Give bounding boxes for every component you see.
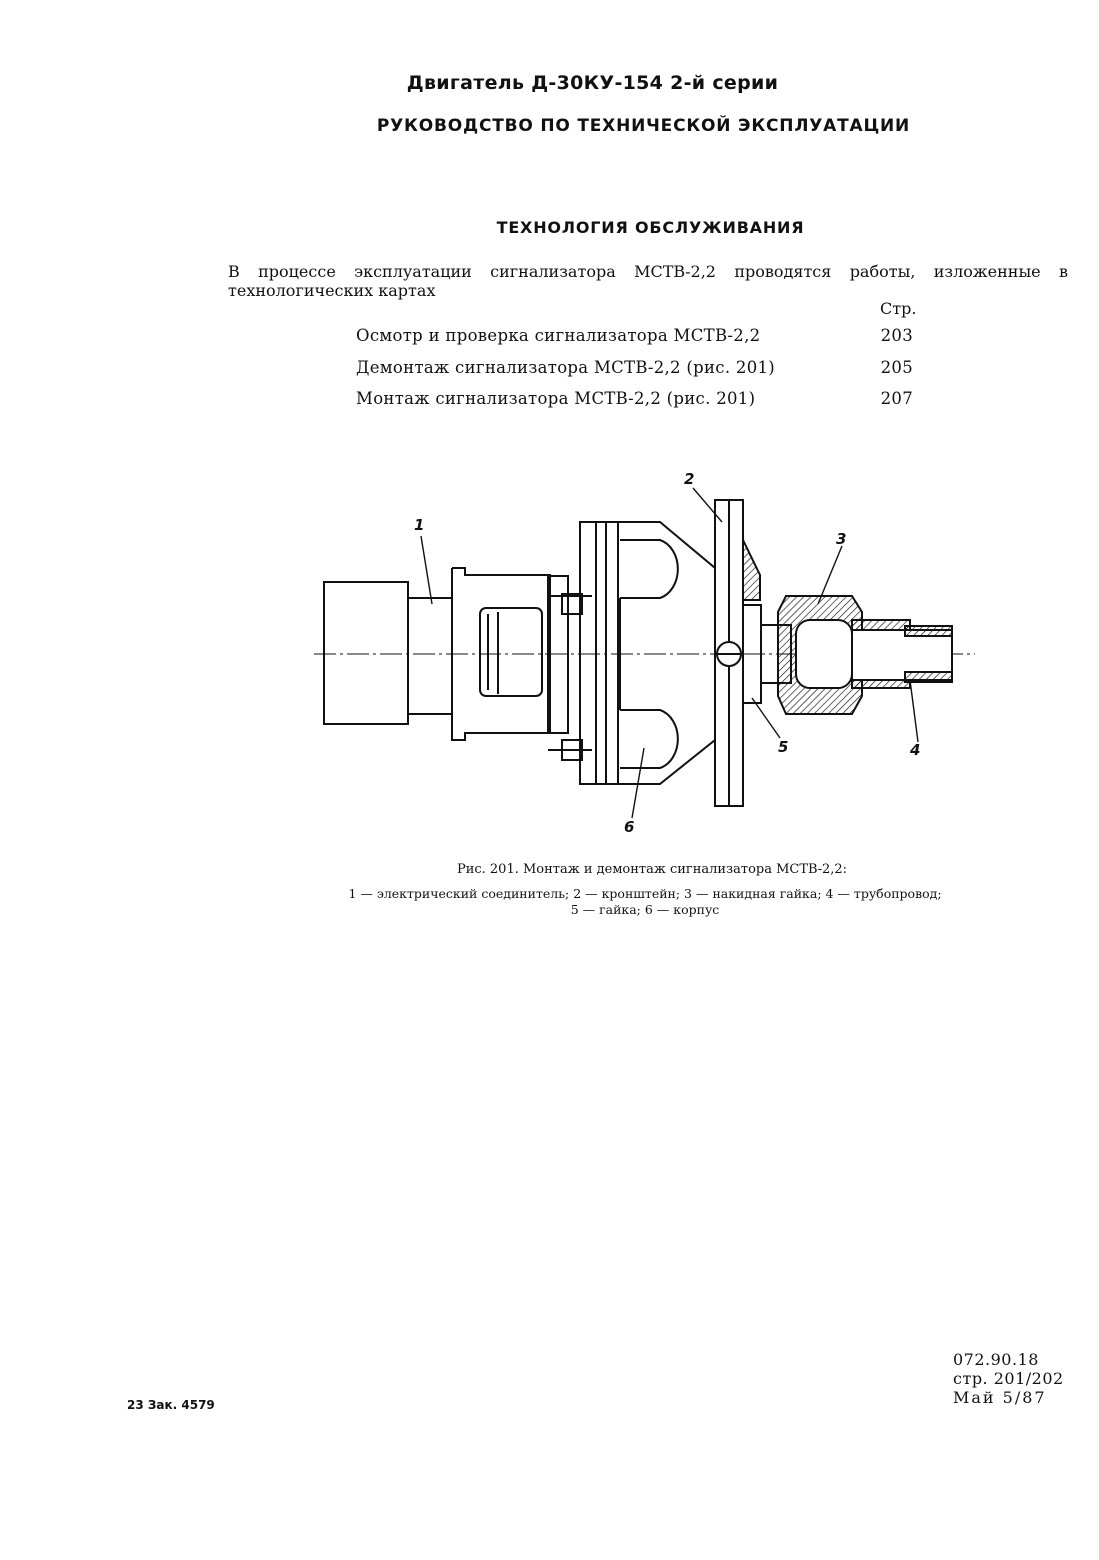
intro-paragraph: В процессе эксплуатации сигнализатора МС… (228, 262, 1068, 300)
document-subtitle: РУКОВОДСТВО ПО ТЕХНИЧЕСКОЙ ЭКСПЛУАТАЦИИ (376, 116, 911, 136)
order-number: 23 Зак. 4579 (127, 1398, 215, 1412)
doc-code: 072.90.18 (953, 1350, 1039, 1369)
connector-body (323, 581, 409, 725)
document-title: Двигатель Д-30КУ-154 2-й серии (406, 72, 779, 94)
toc-item: Монтаж сигнализатора МСТВ-2,2 (рис. 201)… (356, 389, 916, 408)
body-flange (579, 521, 619, 785)
callout-5: 5 (778, 738, 788, 756)
section-title: ТЕХНОЛОГИЯ ОБСЛУЖИВАНИЯ (496, 218, 805, 237)
toc-item-page: 205 (880, 358, 913, 377)
toc-item: Осмотр и проверка сигнализатора МСТВ-2,2… (356, 326, 916, 345)
legend-line: 5 — гайка; 6 — корпус (570, 902, 720, 917)
toc-item: Демонтаж сигнализатора МСТВ-2,2 (рис. 20… (356, 358, 916, 377)
toc-item-title: Демонтаж сигнализатора МСТВ-2,2 (рис. 20… (356, 358, 776, 377)
callout-4: 4 (909, 741, 920, 759)
legend-line: 1 — электрический соединитель; 2 — кронш… (348, 886, 942, 901)
page-column-label: Стр. (880, 299, 917, 318)
drawing-lines (314, 487, 975, 819)
callout-6: 6 (624, 818, 634, 836)
callout-3: 3 (836, 530, 846, 548)
toc-item-title: Монтаж сигнализатора МСТВ-2,2 (рис. 201) (356, 389, 756, 408)
figure-legend: 1 — электрический соединитель; 2 — кронш… (300, 886, 990, 918)
callout-1: 1 (414, 516, 424, 534)
toc-item-page: 203 (880, 326, 913, 345)
figure-caption: Рис. 201. Монтаж и демонтаж сигнализатор… (456, 862, 848, 877)
toc-item-title: Осмотр и проверка сигнализатора МСТВ-2,2 (356, 326, 761, 345)
callout-2: 2 (684, 470, 694, 488)
revision-date: Май 5/87 (953, 1388, 1047, 1407)
page-numbers: стр. 201/202 (953, 1369, 1064, 1388)
toc-item-page: 207 (880, 389, 913, 408)
